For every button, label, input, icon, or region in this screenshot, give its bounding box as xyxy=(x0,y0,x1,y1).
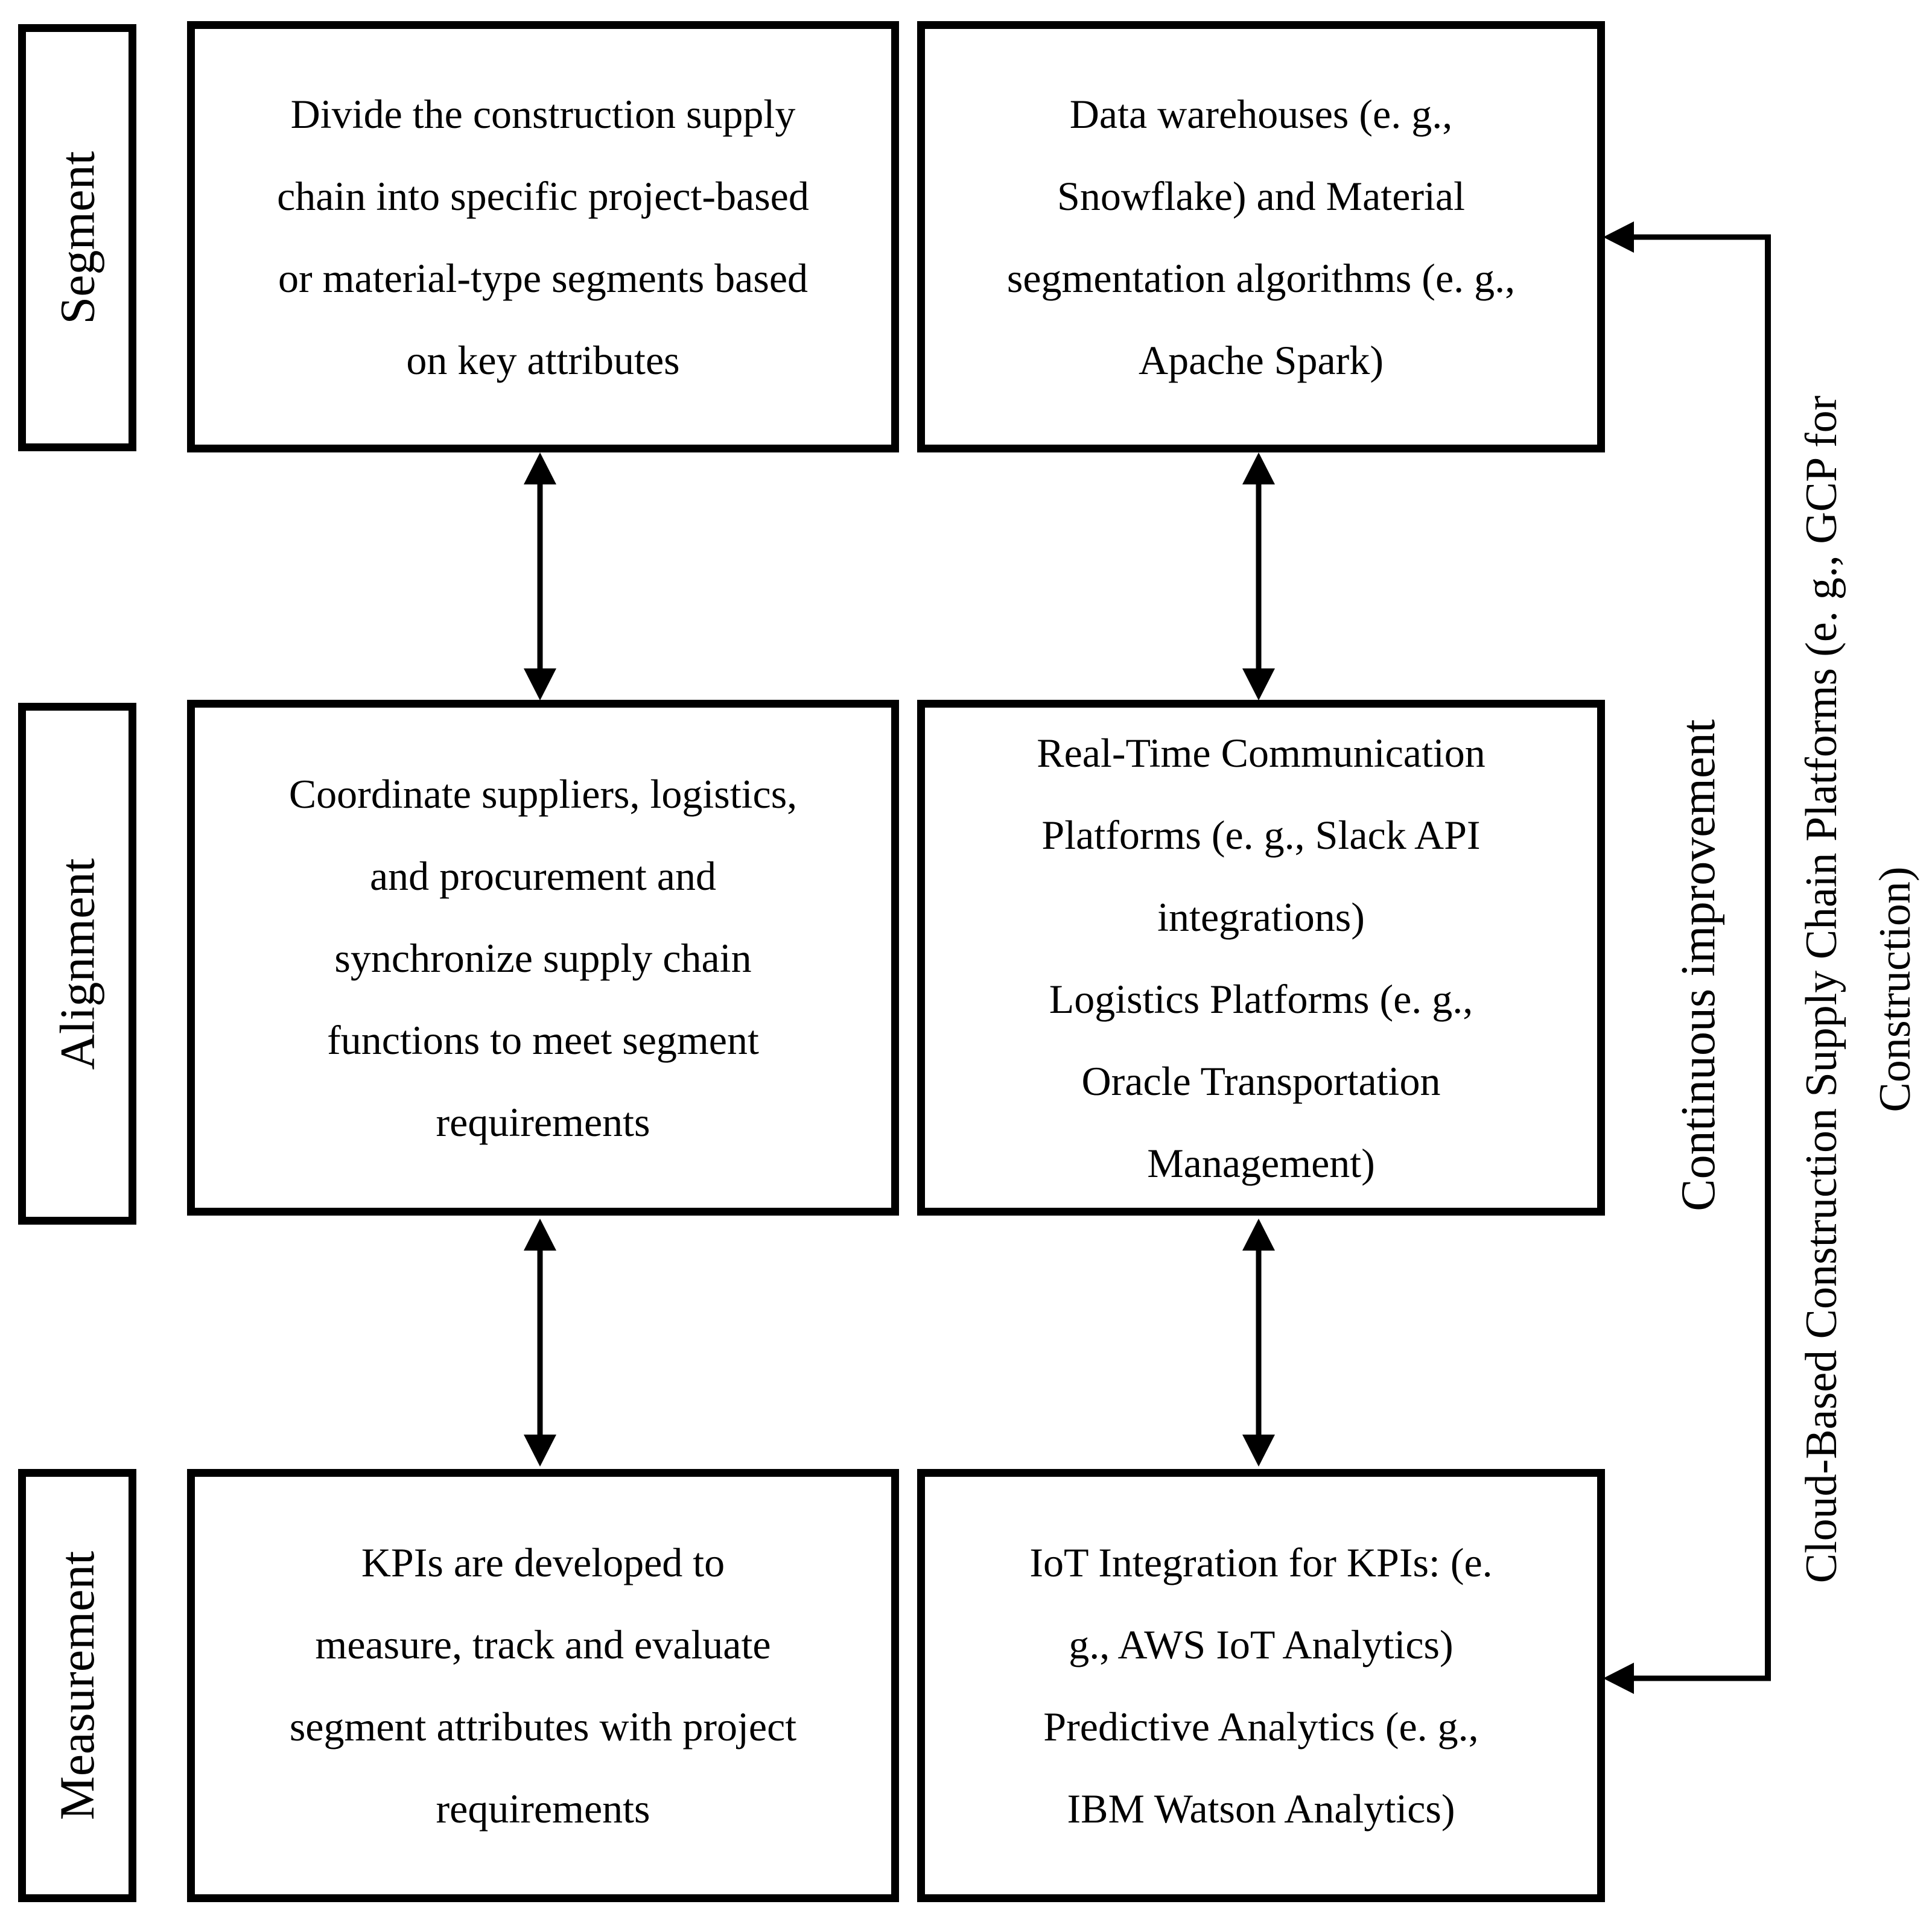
double-arrow-alignment-measurement-right xyxy=(1242,1219,1275,1467)
row-label-alignment-text: Alignment xyxy=(49,858,104,1070)
double-arrow-segment-alignment-right xyxy=(1242,452,1275,700)
cloud-platforms-label: Cloud-Based Construction Supply Chain Pl… xyxy=(1797,395,1920,1584)
segment-tools-text: Data warehouses (e. g., Snowflake) and M… xyxy=(1006,90,1516,383)
alignment-tools-text: Real-Time Communication Platforms (e. g.… xyxy=(1037,729,1486,1186)
alignment-tools-box: Real-Time Communication Platforms (e. g.… xyxy=(917,700,1605,1216)
segment-tools-box: Data warehouses (e. g., Snowflake) and M… xyxy=(917,21,1605,452)
row-label-alignment: Alignment xyxy=(18,703,136,1225)
measurement-tools-text: IoT Integration for KPIs: (e. g., AWS Io… xyxy=(1029,1540,1493,1832)
row-label-measurement: Measurement xyxy=(18,1469,136,1902)
double-arrow-alignment-measurement-left xyxy=(524,1219,556,1467)
row-label-segment-text: Segment xyxy=(49,151,104,325)
row-label-segment: Segment xyxy=(18,24,136,451)
alignment-activity-text: Coordinate suppliers, logistics, and pro… xyxy=(288,770,798,1145)
row-label-measurement-text: Measurement xyxy=(49,1550,104,1821)
segment-activity-box: Divide the construction supply chain int… xyxy=(187,21,899,452)
measurement-activity-text: KPIs are developed to measure, track and… xyxy=(289,1540,797,1832)
feedback-loop-line xyxy=(1603,221,1771,1694)
segment-activity-text: Divide the construction supply chain int… xyxy=(277,90,809,383)
alignment-activity-box: Coordinate suppliers, logistics, and pro… xyxy=(187,700,899,1216)
measurement-tools-box: IoT Integration for KPIs: (e. g., AWS Io… xyxy=(917,1469,1605,1902)
continuous-improvement-label: Continuous improvement xyxy=(1672,719,1725,1211)
double-arrow-segment-alignment-left xyxy=(524,452,556,700)
measurement-activity-box: KPIs are developed to measure, track and… xyxy=(187,1469,899,1902)
